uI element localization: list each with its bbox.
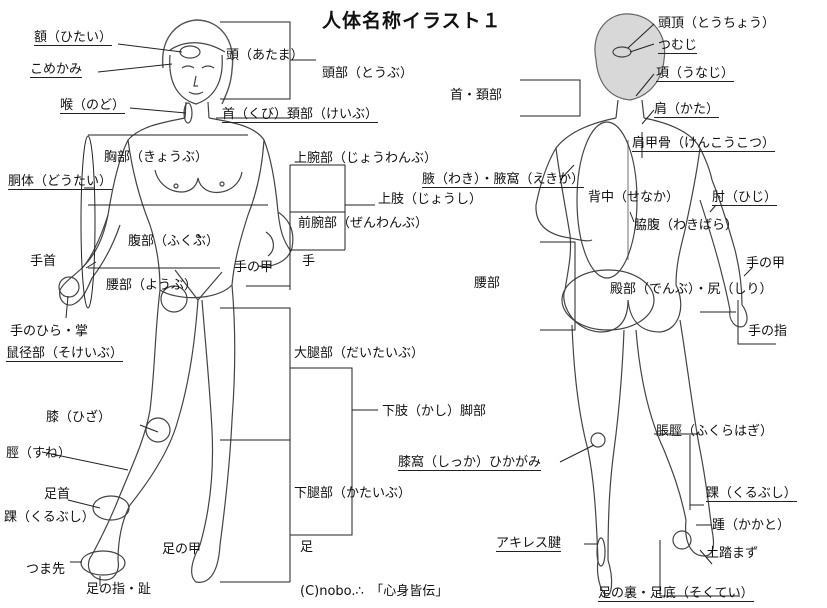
label-kurubushi-back: 踝（くるぶし） (706, 486, 797, 502)
label-kashi: 下肢（かし）脚部 (382, 404, 487, 419)
label-tsumasaki: つま先 (26, 562, 66, 577)
label-tsuchifumazu: 土踏まず (706, 546, 759, 561)
front-figure (58, 19, 294, 583)
back-figure (535, 13, 748, 597)
label-hitai: 額（ひたい） (34, 30, 113, 46)
label-kakato: 踵（かかと） (712, 518, 791, 533)
label-fukurahagi: 脹脛（ふくらはぎ） (656, 424, 774, 439)
label-jouwanbu: 上腕部（じょうわんぶ） (294, 151, 438, 166)
label-hiji: 肘（ひじ） (712, 190, 778, 206)
label-back-youbu: 腰部 (474, 276, 501, 291)
label-toubu: 頭部（とうぶ） (322, 66, 414, 81)
label-kenkoukotsu: 肩甲骨（けんこうこつ） (632, 136, 776, 152)
label-te-no-kou: 手の甲 (234, 260, 274, 275)
label-hiza: 膝（ひざ） (46, 410, 112, 425)
label-achilles: アキレス腱 (496, 536, 562, 552)
label-ashi-no-kou: 足の甲 (162, 542, 202, 557)
leader-lines (41, 21, 776, 597)
label-zenwanbu: 前腕部（ぜんわんぶ） (298, 216, 429, 231)
label-kurubushi-front: 踝（くるぶし） (4, 510, 95, 525)
label-tekubi: 手首 (30, 254, 57, 269)
label-back-te-no-kou: 手の甲 (746, 256, 786, 271)
label-ashi: 足 (300, 540, 314, 555)
label-doutai: 胴体（どうたい） (8, 174, 113, 190)
label-joushi: 上肢（じょうし） (378, 192, 483, 207)
label-touchou: 頭頂（とうちょう） (658, 16, 776, 31)
label-fukubu: 腹部（ふくぶ） (128, 234, 220, 249)
label-senaka: 背中（せなか） (588, 190, 680, 205)
label-sokeibu: 鼠径部（そけいぶ） (6, 346, 124, 362)
label-kyoubu: 胸部（きょうぶ） (104, 150, 209, 165)
label-te-no-yubi: 手の指 (748, 324, 788, 339)
label-shikka: 膝窩（しっか）ひかがみ (398, 455, 542, 471)
label-tsumuji: つむじ (658, 38, 698, 54)
label-tenohira: 手のひら・掌 (10, 324, 89, 339)
label-kubi-keibu: 首（くび）頚部（けいぶ） (222, 107, 379, 123)
label-sokutei: 足の裏・足底（そくてい） (598, 586, 754, 602)
diagram-title: 人体名称イラスト１ (322, 10, 502, 32)
label-nodo: 喉（のど） (60, 98, 126, 114)
label-youbu: 腰部（ようぶ） (106, 278, 198, 293)
label-atama: 頭（あたま） (226, 48, 304, 63)
label-denbu: 殿部（でんぶ）・尻（しり） (610, 282, 773, 297)
label-waki: 腋（わき）・腋窩（えきか） (422, 172, 585, 188)
label-komekami: こめかみ (30, 62, 83, 78)
label-kataibu: 下腿部（かたいぶ） (294, 486, 412, 501)
label-daitaibu: 大腿部（だいたいぶ） (294, 346, 425, 361)
label-kata: 肩（かた） (654, 102, 720, 118)
label-unaji: 項（うなじ） (656, 66, 735, 82)
label-te: 手 (302, 254, 316, 269)
credit-text: (C)nobo.∴ 「心身皆伝」 (300, 584, 449, 599)
label-ashi-no-yubi: 足の指・趾 (86, 582, 152, 597)
label-wakibara: 脇腹（わきばら） (634, 218, 739, 233)
label-sune: 脛（すね） (6, 446, 72, 461)
label-back-kubi: 首・頚部 (450, 88, 503, 103)
label-ashikubi: 足首 (44, 487, 71, 502)
